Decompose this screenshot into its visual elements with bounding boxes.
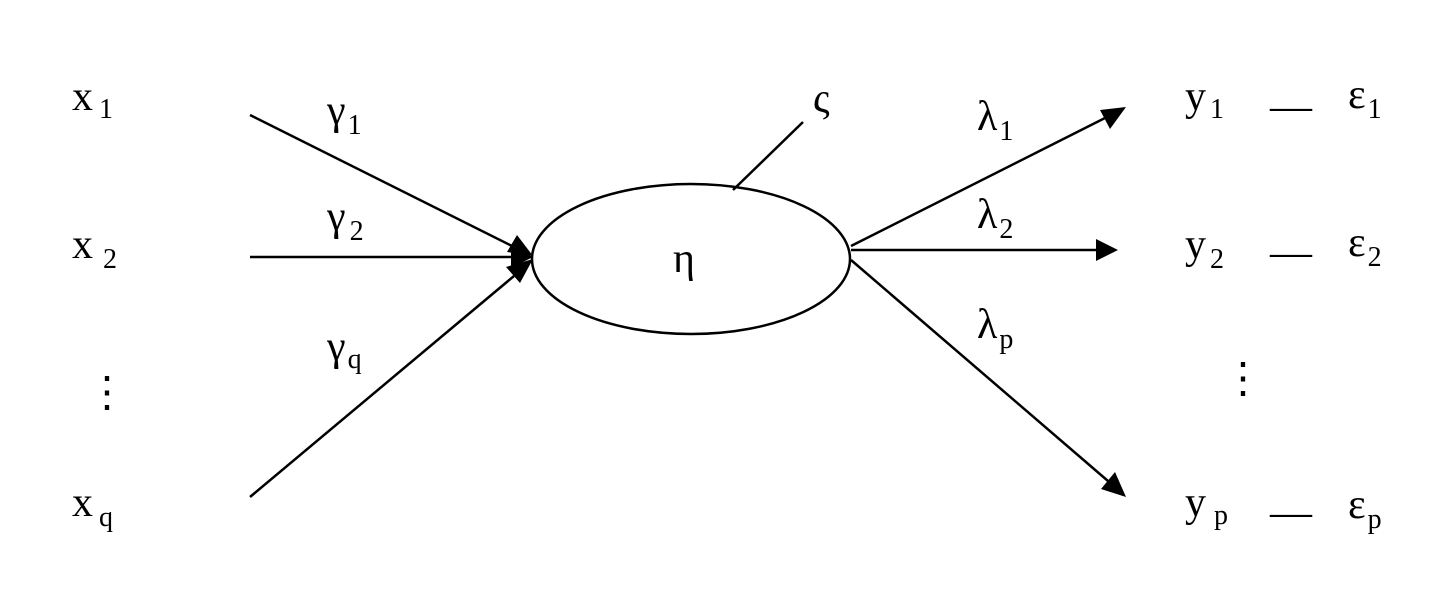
disturbance-line — [732, 121, 804, 191]
connector-y2-e2: — — [1269, 230, 1313, 276]
error-e2-label: ε2 — [1348, 220, 1382, 273]
arrowhead-xq — [506, 259, 533, 283]
connector-yp-ep: — — [1269, 490, 1313, 536]
latent-ellipse — [530, 182, 852, 336]
lambda-2-label: λ2 — [977, 192, 1013, 245]
connector-y1-e1: — — [1269, 84, 1313, 130]
arrowhead-y2 — [1096, 239, 1118, 261]
gamma-q-label: γq — [326, 324, 362, 375]
lambda-p-label: λp — [977, 302, 1013, 355]
arrowhead-x2 — [511, 246, 533, 268]
error-e1-label: ε1 — [1348, 72, 1382, 125]
disturbance-zeta-label: ς — [813, 76, 830, 122]
arrow-eta-to-yp — [850, 259, 1109, 482]
arrowhead-yp — [1101, 472, 1126, 497]
gamma-1-label: γ1 — [326, 88, 362, 141]
arrowhead-y1 — [1100, 107, 1126, 129]
input-ellipsis: ⋮ — [86, 370, 128, 416]
error-ep-label: εp — [1348, 482, 1382, 535]
arrow-eta-to-y1 — [850, 116, 1106, 248]
output-ellipsis: ⋮ — [1222, 356, 1264, 402]
arrow-xq-to-eta — [249, 275, 515, 498]
arrow-x1-to-eta — [249, 113, 513, 248]
latent-eta-label: η — [673, 236, 695, 282]
lambda-1-label: λ1 — [977, 94, 1013, 147]
